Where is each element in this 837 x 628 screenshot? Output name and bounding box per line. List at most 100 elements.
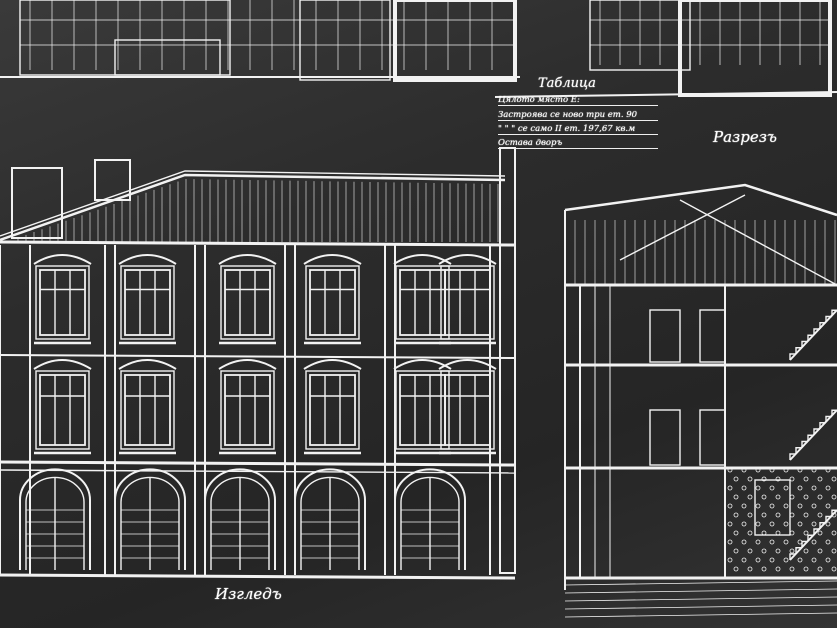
ground-floor-arch xyxy=(19,468,91,570)
basement-texture xyxy=(789,548,795,554)
basement-texture xyxy=(741,521,747,527)
basement-texture xyxy=(741,557,747,563)
table-row: Цялото място Е: xyxy=(498,95,658,106)
facade-window xyxy=(39,269,86,336)
basement-texture xyxy=(741,467,747,473)
facade-window-frame xyxy=(440,265,495,340)
basement-texture xyxy=(747,494,753,500)
ground-hatch xyxy=(564,612,837,618)
basement-texture xyxy=(769,557,775,563)
table-title: Таблица xyxy=(538,76,596,91)
window-pediment xyxy=(303,254,362,265)
basement-texture xyxy=(761,494,767,500)
basement-texture xyxy=(825,539,831,545)
ground-floor-arch-inner xyxy=(300,476,360,570)
window-pediment xyxy=(33,254,92,265)
window-pediment xyxy=(393,359,452,370)
basement-texture xyxy=(755,539,761,545)
basement-texture xyxy=(831,494,837,500)
basement-texture xyxy=(817,530,823,536)
stair-step xyxy=(813,428,820,435)
window-pediment xyxy=(303,359,362,370)
stair-step xyxy=(807,534,814,542)
ground-hatch xyxy=(564,604,837,610)
basement-texture xyxy=(803,566,809,572)
basement-texture xyxy=(775,548,781,554)
facade-window-frame xyxy=(220,370,275,450)
basement-texture xyxy=(789,530,795,536)
stair-step xyxy=(789,353,796,360)
basement-texture xyxy=(769,467,775,473)
basement-texture xyxy=(783,521,789,527)
basement-texture xyxy=(761,548,767,554)
basement-texture xyxy=(769,485,775,491)
stair-step xyxy=(813,328,820,335)
stair-step xyxy=(813,528,820,535)
basement-texture xyxy=(747,548,753,554)
stair-step xyxy=(795,347,802,354)
facade-elevation xyxy=(0,147,516,580)
window-pediment xyxy=(218,254,277,265)
stair-step xyxy=(789,453,796,460)
basement-texture xyxy=(747,476,753,482)
facade-window-frame xyxy=(395,370,450,450)
basement-texture xyxy=(797,467,803,473)
basement-texture xyxy=(775,512,781,518)
basement-texture xyxy=(825,521,831,527)
basement-texture xyxy=(797,485,803,491)
basement-texture xyxy=(727,467,733,473)
stair-step xyxy=(819,322,826,329)
basement-texture xyxy=(811,485,817,491)
basement-texture xyxy=(733,530,739,536)
basement-texture xyxy=(727,485,733,491)
table-row: Застроява се ново три ет. 90 xyxy=(498,110,658,121)
basement-texture xyxy=(817,476,823,482)
basement-texture xyxy=(797,503,803,509)
basement-texture xyxy=(761,476,767,482)
facade-window-frame xyxy=(120,265,175,340)
basement-texture xyxy=(741,539,747,545)
basement-texture xyxy=(831,548,837,554)
window-pediment xyxy=(218,359,277,370)
stair-step xyxy=(807,434,814,442)
basement-texture xyxy=(783,503,789,509)
stair-step xyxy=(825,315,832,323)
section-title: Разрезъ xyxy=(713,128,777,146)
basement-texture xyxy=(733,494,739,500)
facade-window xyxy=(309,374,356,446)
stair-step xyxy=(819,522,826,529)
basement-texture xyxy=(733,548,739,554)
facade-window-frame xyxy=(35,370,90,450)
ground-floor-arch xyxy=(114,468,186,570)
basement-texture xyxy=(783,557,789,563)
stair-step xyxy=(801,340,808,348)
facade-window xyxy=(444,269,491,336)
facade-window-frame xyxy=(35,265,90,340)
facade-window xyxy=(124,269,171,336)
basement-texture xyxy=(783,467,789,473)
basement-texture xyxy=(811,539,817,545)
basement-texture xyxy=(817,512,823,518)
ground-hatch xyxy=(564,588,837,594)
stair-step xyxy=(825,515,832,523)
facade-window xyxy=(39,374,86,446)
ground-floor-arch xyxy=(204,468,276,570)
basement-texture xyxy=(817,494,823,500)
basement-texture xyxy=(825,485,831,491)
basement-texture xyxy=(789,494,795,500)
basement-texture xyxy=(775,566,781,572)
facade-window xyxy=(399,374,446,446)
table-row: Остава дворъ xyxy=(498,138,658,149)
basement-texture xyxy=(761,530,767,536)
ground-floor-arch-inner xyxy=(120,476,180,570)
table-row: " " " се само II ет. 197,67 кв.м xyxy=(498,124,658,135)
stair-step xyxy=(789,553,796,560)
basement-texture xyxy=(755,521,761,527)
basement-texture xyxy=(811,503,817,509)
window-pediment xyxy=(118,359,177,370)
basement-texture xyxy=(831,530,837,536)
basement-texture xyxy=(803,530,809,536)
basement-texture xyxy=(817,548,823,554)
basement-texture xyxy=(797,521,803,527)
stair-step xyxy=(795,547,802,554)
